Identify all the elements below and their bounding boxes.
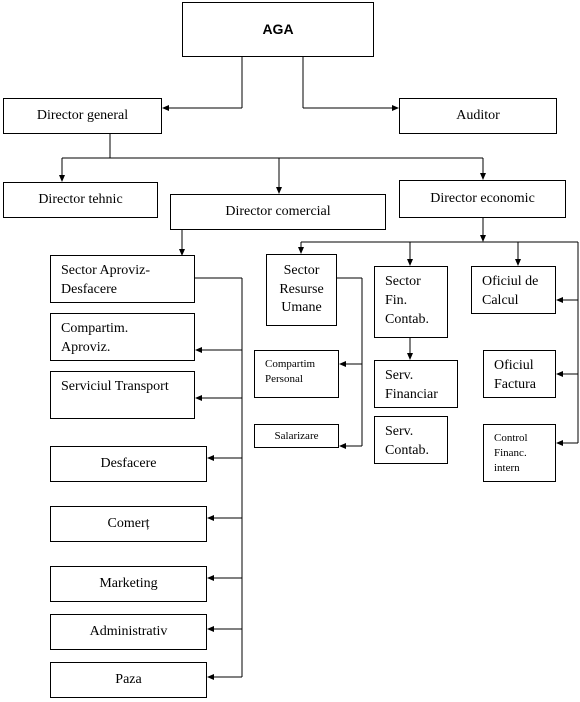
desfacere-box: Desfacere	[50, 446, 207, 482]
control-financ-box: Control Financ. intern	[483, 424, 556, 482]
salarizare-box: Salarizare	[254, 424, 339, 448]
oficiul-factura-box: Oficiul Factura	[483, 350, 556, 398]
sector-resurse-umane-box: Sector Resurse Umane	[266, 254, 337, 326]
director-economic-box: Director economic	[399, 180, 566, 218]
oficiul-calcul-box: Oficiul de Calcul	[471, 266, 556, 314]
sector-aproviz-box: Sector Aproviz- Desfacere	[50, 255, 195, 303]
compartim-personal-box: Compartim Personal	[254, 350, 339, 398]
sector-fin-contab-box: Sector Fin. Contab.	[374, 266, 448, 338]
auditor-box: Auditor	[399, 98, 557, 134]
serv-contab-box: Serv. Contab.	[374, 416, 448, 464]
director-general-box: Director general	[3, 98, 162, 134]
director-comercial-box: Director comercial	[170, 194, 386, 230]
serviciul-transport-box: Serviciul Transport	[50, 371, 195, 419]
comert-box: Comerț	[50, 506, 207, 542]
paza-box: Paza	[50, 662, 207, 698]
compartim-aproviz-box: Compartim. Aproviz.	[50, 313, 195, 361]
administrativ-box: Administrativ	[50, 614, 207, 650]
aga-box: AGA	[182, 2, 374, 57]
director-tehnic-box: Director tehnic	[3, 182, 158, 218]
serv-financiar-box: Serv. Financiar	[374, 360, 458, 408]
marketing-box: Marketing	[50, 566, 207, 602]
